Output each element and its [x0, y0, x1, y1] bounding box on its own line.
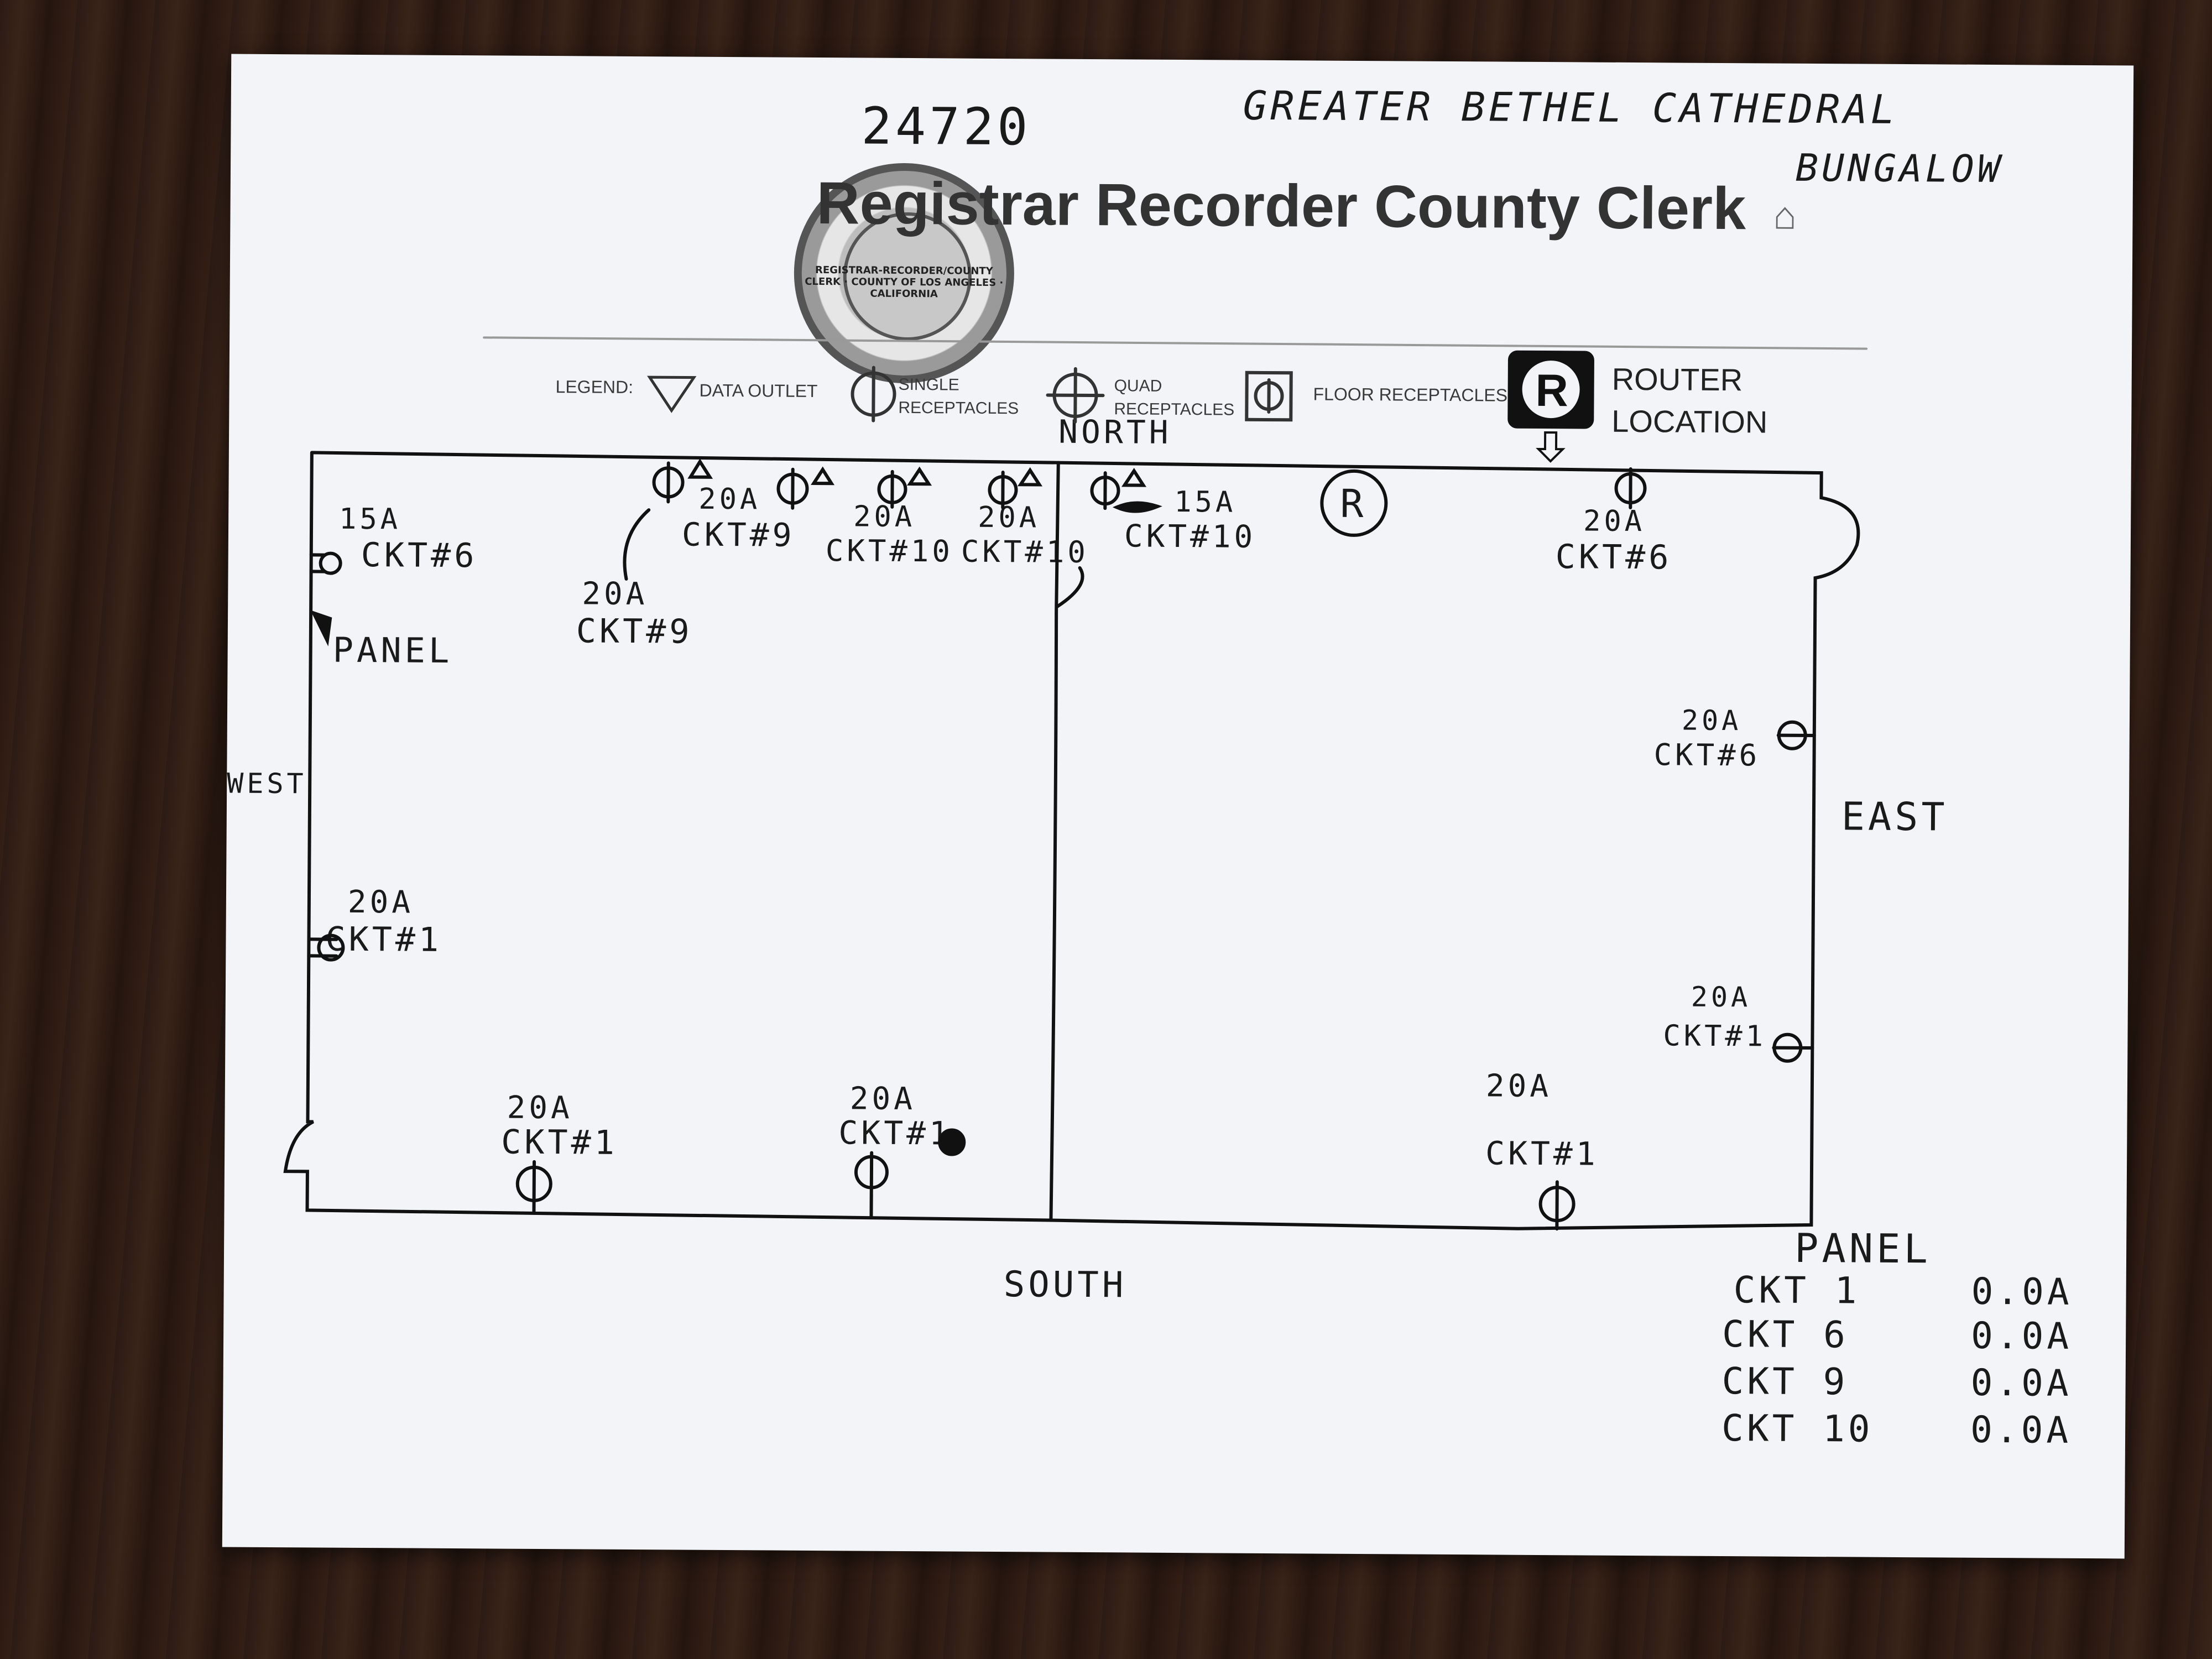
label-leader-line [623, 508, 651, 581]
door-swing [1056, 566, 1084, 608]
north-receptacle-4 [988, 467, 1043, 510]
svg-text:R: R [1535, 366, 1568, 416]
floor-plan-drawing: R [283, 336, 1868, 1231]
north-receptacle-1 [652, 458, 713, 504]
floor-plan-sheet: 24720 GREATER BETHEL CATHEDRAL BUNGALOW … [222, 54, 2134, 1559]
floor-receptacle-icon [1245, 371, 1293, 422]
north-receptacle-6 [1614, 467, 1647, 509]
north-receptacle-2 [776, 466, 835, 510]
header-rule [483, 336, 1868, 350]
west-receptacle-2 [307, 933, 345, 962]
south-scribble [938, 1128, 966, 1156]
north-receptacle-3 [877, 466, 932, 509]
router-icon: R [1507, 350, 1594, 463]
west-receptacle-1 [309, 551, 342, 575]
east-receptacle-1 [1776, 720, 1816, 750]
panel-marker [310, 610, 332, 646]
scribble-mark [1112, 501, 1162, 513]
quad-receptacle-icon [1046, 367, 1105, 424]
south-receptacle-2 [854, 1151, 889, 1218]
center-wall [1049, 461, 1060, 1222]
north-receptacle-5 [1090, 468, 1147, 510]
single-receptacle-icon [851, 366, 896, 422]
south-receptacle-1 [515, 1160, 552, 1213]
south-receptacle-3 [1538, 1180, 1575, 1231]
east-receptacle-2 [1772, 1032, 1814, 1063]
router-circle [1320, 469, 1388, 537]
building-outline [283, 451, 1860, 1230]
triangle-icon [647, 375, 697, 413]
